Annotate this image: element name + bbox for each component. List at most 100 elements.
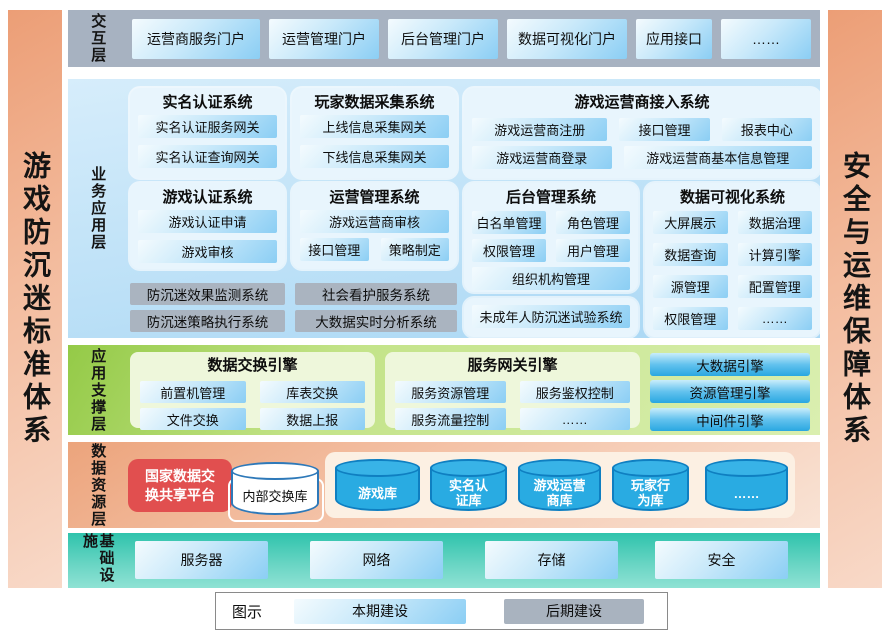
player-data-title: 玩家数据采集系统 — [314, 94, 435, 111]
backend-mgmt-grid: 白名单管理 角色管理 权限管理 用户管理 组织机构管理 — [472, 211, 630, 290]
realname-service-gateway: 实名认证服务网关 — [138, 115, 277, 138]
permission-mgmt: 权限管理 — [472, 239, 546, 262]
service-gateway-row2: 服务流量控制 …… — [395, 408, 630, 430]
infrastructure-layer: 基础设施 服务器 网络 存储 安全 — [68, 533, 820, 588]
internal-exchange-db-cylinder: 内部交换库 — [231, 462, 319, 515]
operator-basic-info-mgmt: 游戏运营商基本信息管理 — [623, 146, 812, 169]
viz-permission-mgmt: 权限管理 — [653, 307, 728, 330]
org-structure-mgmt: 组织机构管理 — [472, 267, 630, 290]
realname-auth-system: 实名认证系统 实名认证服务网关 实名认证查询网关 — [130, 88, 285, 178]
realname-auth-items: 实名认证服务网关 实名认证查询网关 — [138, 115, 277, 168]
interaction-layer-label-wrap: 交互层 — [68, 10, 126, 67]
service-gateway-engine: 服务网关引擎 服务资源管理 服务鉴权控制 服务流量控制 …… — [385, 352, 640, 430]
legend-later-phase: 后期建设 — [504, 598, 645, 624]
backend-mgmt-title: 后台管理系统 — [505, 189, 596, 206]
interaction-layer-label: 交互层 — [89, 13, 107, 64]
infra-layer-label: 基础设施 — [81, 533, 115, 584]
portal-ellipsis: …… — [721, 19, 811, 59]
legend-current-phase: 本期建设 — [294, 598, 467, 624]
config-mgmt: 配置管理 — [737, 275, 812, 298]
portal-backend-mgmt: 后台管理门户 — [388, 19, 498, 59]
internal-exchange-db-label: 内部交换库 — [242, 489, 308, 504]
portal-data-viz: 数据可视化门户 — [507, 19, 627, 59]
operator-login: 游戏运营商登录 — [472, 146, 612, 169]
user-mgmt: 用户管理 — [556, 239, 630, 262]
game-db-cylinder: 游戏库 — [335, 459, 420, 511]
api-management: 接口管理 — [619, 118, 710, 141]
data-exchange-title: 数据交换引擎 — [207, 357, 298, 374]
infra-server: 服务器 — [135, 541, 268, 579]
operator-db-cylinder: 游戏运营 商库 — [518, 459, 601, 511]
table-exchange: 库表交换 — [259, 381, 365, 403]
source-mgmt: 源管理 — [653, 275, 728, 298]
portal-row: 运营商服务门户 运营管理门户 后台管理门户 数据可视化门户 应用接口 …… — [132, 19, 811, 59]
operation-mgmt-system: 运营管理系统 游戏运营商审核 接口管理 策略制定 — [292, 183, 457, 269]
portal-operation-mgmt: 运营管理门户 — [269, 19, 379, 59]
cylinder-top — [231, 462, 319, 480]
player-behavior-db-cylinder: 玩家行 为库 — [612, 459, 689, 511]
minor-antiaddiction-test-box: 未成年人防沉迷试验系统 — [464, 298, 638, 337]
service-gateway-title: 服务网关引擎 — [467, 357, 558, 374]
cylinder-top — [430, 459, 507, 477]
data-exchange-engine: 数据交换引擎 前置机管理 库表交换 文件交换 数据上报 — [130, 352, 375, 430]
operation-mgmt-title: 运营管理系统 — [329, 189, 420, 206]
data-viz-title: 数据可视化系统 — [679, 189, 785, 206]
support-layer-label: 应用支撑层 — [89, 347, 107, 433]
business-layer-label-wrap: 业务应用层 — [68, 79, 126, 338]
realname-query-gateway: 实名认证查询网关 — [138, 145, 277, 168]
left-pillar-title: 游戏防沉迷标准体系 — [20, 150, 51, 448]
data-layer-label-wrap: 数据资源层 — [68, 442, 126, 528]
player-data-system: 玩家数据采集系统 上线信息采集网关 下线信息采集网关 — [292, 88, 457, 178]
policy-making: 策略制定 — [380, 238, 449, 261]
service-resource-mgmt: 服务资源管理 — [395, 381, 506, 403]
operator-access-row1: 游戏运营商注册 接口管理 报表中心 — [472, 118, 812, 141]
interaction-layer: 交互层 运营商服务门户 运营管理门户 后台管理门户 数据可视化门户 应用接口 …… — [68, 10, 820, 67]
operator-review: 游戏运营商审核 — [300, 210, 449, 233]
data-resource-layer: 数据资源层 国家数据交 换共享平台 内部交换库 游戏库 实名认 证库 — [68, 442, 820, 528]
portal-operator-service: 运营商服务门户 — [132, 19, 260, 59]
legend: 图示 本期建设 后期建设 — [215, 592, 668, 630]
infra-security: 安全 — [655, 541, 788, 579]
data-query: 数据查询 — [653, 243, 728, 266]
realname-auth-title: 实名认证系统 — [162, 94, 253, 111]
operator-access-system: 游戏运营商接入系统 游戏运营商注册 接口管理 报表中心 游戏运营商登录 游戏运营… — [464, 88, 820, 178]
realname-db-label: 实名认 证库 — [448, 478, 488, 508]
compute-engine: 计算引擎 — [737, 243, 812, 266]
social-care-service-system: 社会看护服务系统 — [295, 283, 457, 305]
service-auth-control: 服务鉴权控制 — [519, 381, 630, 403]
operator-register: 游戏运营商注册 — [472, 118, 608, 141]
game-auth-items: 游戏认证申请 游戏审核 — [138, 210, 277, 263]
infra-network: 网络 — [310, 541, 443, 579]
player-data-items: 上线信息采集网关 下线信息采集网关 — [300, 115, 449, 168]
player-behavior-db-label: 玩家行 为库 — [630, 478, 670, 508]
data-exchange-row2: 文件交换 数据上报 — [140, 408, 365, 430]
data-viz-system: 数据可视化系统 大屏展示 数据治理 数据查询 计算引擎 源管理 配置管理 权限管… — [645, 183, 820, 337]
database-group: 游戏库 实名认 证库 游戏运营 商库 玩家行 为库 …… — [325, 452, 795, 518]
game-db-label: 游戏库 — [357, 485, 397, 501]
role-mgmt: 角色管理 — [556, 211, 630, 234]
ellipsis-db-label: …… — [733, 485, 760, 501]
whitelist-mgmt: 白名单管理 — [472, 211, 546, 234]
service-traffic-control: 服务流量控制 — [395, 408, 506, 430]
game-auth-title: 游戏认证系统 — [162, 189, 253, 206]
antiaddiction-effect-monitor-system: 防沉迷效果监测系统 — [130, 283, 285, 305]
data-exchange-row1: 前置机管理 库表交换 — [140, 381, 365, 403]
left-pillar: 游戏防沉迷标准体系 — [8, 10, 62, 588]
data-layer-label: 数据资源层 — [89, 442, 107, 528]
api-management-2: 接口管理 — [300, 238, 369, 261]
support-layer: 应用支撑层 数据交换引擎 前置机管理 库表交换 文件交换 数据上报 服务网关引擎… — [68, 345, 820, 435]
service-gateway-row1: 服务资源管理 服务鉴权控制 — [395, 381, 630, 403]
big-screen-display: 大屏展示 — [653, 211, 728, 234]
right-pillar: 安全与运维保障体系 — [828, 10, 882, 588]
file-exchange: 文件交换 — [140, 408, 246, 430]
viz-ellipsis: …… — [737, 307, 812, 330]
cylinder-top — [335, 459, 420, 477]
business-layer: 业务应用层 实名认证系统 实名认证服务网关 实名认证查询网关 玩家数据采集系统 … — [68, 79, 820, 338]
ellipsis-db-cylinder: …… — [705, 459, 788, 511]
minor-antiaddiction-test-system: 未成年人防沉迷试验系统 — [472, 304, 630, 328]
data-report: 数据上报 — [259, 408, 365, 430]
middleware-engine: 中间件引擎 — [650, 408, 810, 431]
game-review: 游戏审核 — [138, 240, 277, 263]
cylinder-top — [705, 459, 788, 477]
report-center: 报表中心 — [721, 118, 812, 141]
